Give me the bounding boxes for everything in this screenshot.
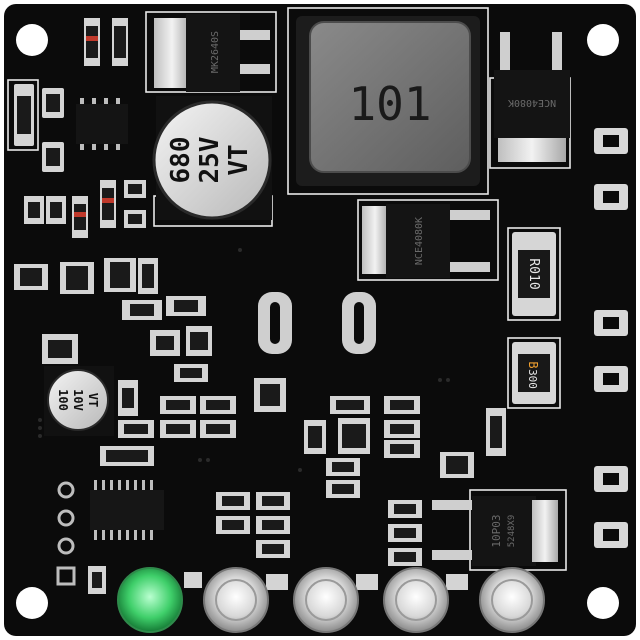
cap-large-line2: 25V bbox=[195, 137, 225, 184]
mosfet-middle: NCE4080K bbox=[362, 204, 490, 278]
mosfet-top-right-marking: NCE4080K bbox=[508, 97, 556, 108]
power-inductor: 101 bbox=[296, 16, 480, 186]
shunt-1-marking: R010 bbox=[526, 258, 541, 289]
shunt-2-prefix: B bbox=[526, 361, 540, 368]
cap-small-line2: 10V bbox=[71, 389, 85, 411]
led-clear-1 bbox=[203, 567, 269, 633]
cap-large-line1: 680 bbox=[166, 137, 196, 184]
electrolytic-capacitor-small: VT 10V 100 bbox=[44, 366, 114, 436]
cap-large-line3: VT bbox=[224, 144, 254, 175]
led-clear-4 bbox=[479, 567, 545, 633]
mosfet-bottom-right-code: 5248X9 bbox=[507, 515, 517, 548]
cap-small-line3: 100 bbox=[56, 389, 70, 411]
header-holes bbox=[56, 481, 76, 586]
cap-small-line1: VT bbox=[86, 393, 100, 407]
mosfet-top-left: MK2640S bbox=[154, 14, 270, 92]
mounting-holes bbox=[16, 24, 619, 619]
mosfet-bottom-right: 10P03 5248X9 bbox=[432, 496, 558, 566]
led-row bbox=[114, 567, 545, 633]
shunt-2-marking: 300 bbox=[526, 369, 539, 389]
led-clear-3 bbox=[383, 567, 449, 633]
led-clear-2 bbox=[293, 567, 359, 633]
mosfet-top-right: NCE4080K bbox=[494, 32, 570, 162]
ic-tssop-controller bbox=[90, 480, 164, 540]
shunt-resistor-r010: R010 bbox=[512, 232, 556, 316]
smd-passives bbox=[14, 18, 506, 594]
led-green bbox=[114, 567, 184, 633]
mosfet-bottom-right-marking: 10P03 bbox=[490, 514, 503, 547]
ic-soic-top bbox=[76, 98, 128, 150]
inductor-marking: 101 bbox=[348, 77, 431, 131]
vias bbox=[38, 248, 450, 472]
mosfet-middle-marking: NCE4080K bbox=[414, 217, 425, 265]
electrolytic-capacitor-large: 680 25V VT bbox=[152, 96, 272, 220]
shunt-resistor-300: B 300 bbox=[512, 342, 556, 404]
mosfet-top-left-marking: MK2640S bbox=[210, 31, 221, 73]
